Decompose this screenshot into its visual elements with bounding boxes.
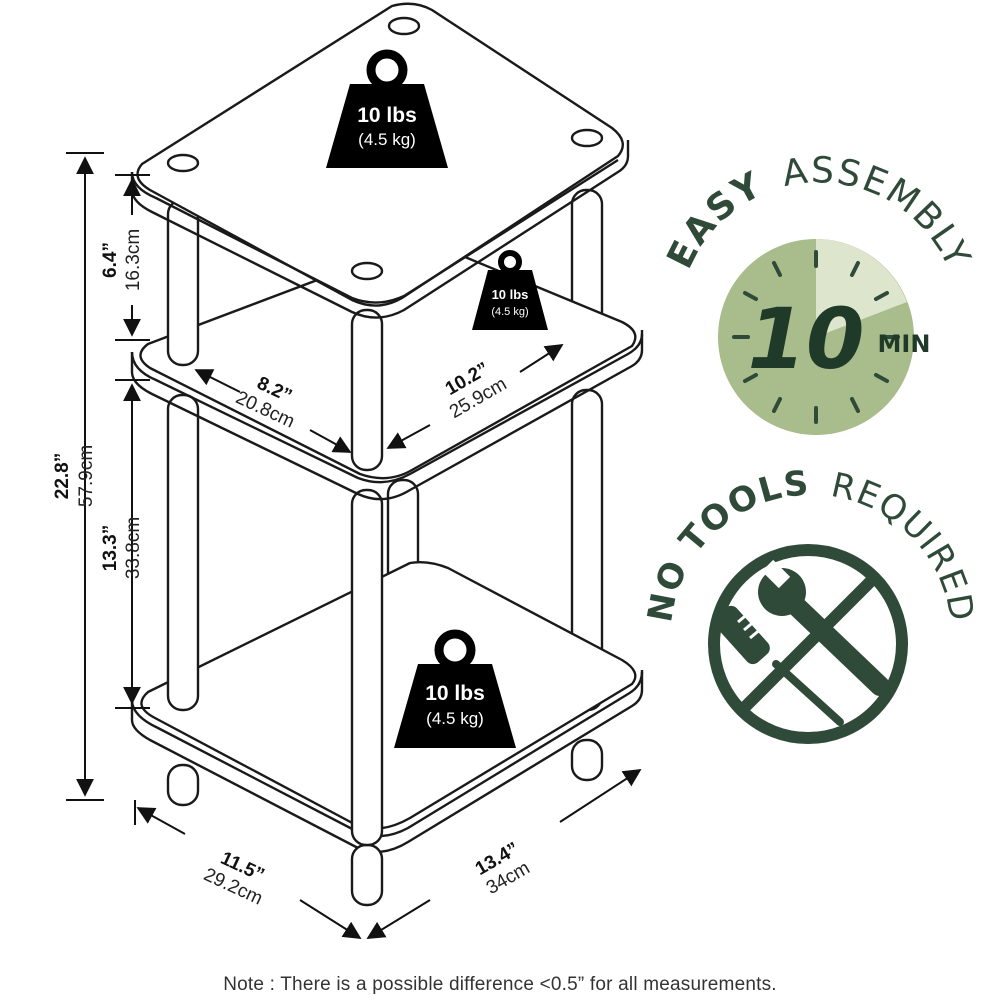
height-inch-label: 22.8” <box>52 453 73 499</box>
weight-icon-top: 10 lbs (4.5 kg) <box>326 49 448 168</box>
left-foot <box>166 763 200 807</box>
top-gap-cm-label: 16.3cm <box>123 229 144 291</box>
wrench-icon <box>758 559 890 696</box>
weight-bottom-lbs: 10 lbs <box>425 682 485 705</box>
post-cap <box>570 128 604 148</box>
post-cap <box>350 261 384 281</box>
assembly-bold-text: EASY <box>660 164 770 275</box>
front-post-top <box>350 308 384 472</box>
bottom-gap-cm-label: 33.8cm <box>123 517 144 579</box>
left-post-top <box>166 198 200 367</box>
assembly-minutes-number: 10 <box>748 290 865 388</box>
screwdriver-icon <box>714 605 844 726</box>
weight-top-lbs: 10 lbs <box>357 104 417 127</box>
weight-icon-middle: 10 lbs (4.5 kg) <box>472 250 548 330</box>
bottom-shelf-edge <box>130 670 644 854</box>
weight-middle-lbs: 10 lbs <box>492 287 529 302</box>
middle-shelf-edge <box>130 330 644 501</box>
easy-assembly-badge: EASY ASSEMBLY 10 MIN <box>660 150 976 435</box>
post-cap <box>166 153 200 173</box>
top-shelf-edge <box>130 140 630 319</box>
bottom-gap-inch-label: 13.3” <box>100 525 121 571</box>
front-post <box>350 488 384 847</box>
right-foot <box>570 738 604 782</box>
weight-top-kg: (4.5 kg) <box>358 130 416 149</box>
post-cap <box>387 16 421 36</box>
weight-middle-kg: (4.5 kg) <box>491 306 528 318</box>
measurement-note: Note : There is a possible difference <0… <box>223 974 777 995</box>
assembly-minutes-unit: MIN <box>878 330 931 358</box>
prohibited-sign-icon <box>708 544 908 744</box>
top-gap-inch-label: 6.4” <box>100 242 121 278</box>
no-tools-badge: NO TOOLS REQUIRED <box>640 463 980 744</box>
front-foot <box>350 843 384 907</box>
weight-bottom-kg: (4.5 kg) <box>426 709 484 728</box>
height-cm-label: 57.9cm <box>76 445 97 507</box>
weight-icon-bottom: 10 lbs (4.5 kg) <box>394 629 516 748</box>
bottom-shelf-top <box>140 560 637 830</box>
left-post <box>166 393 200 712</box>
